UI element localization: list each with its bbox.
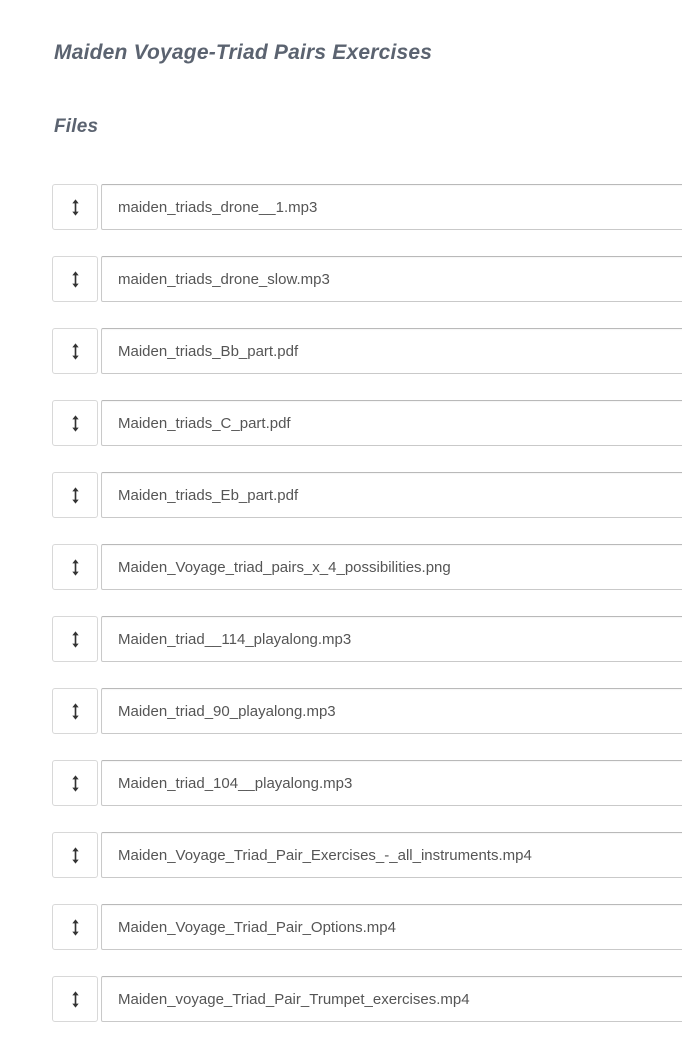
drag-handle[interactable] xyxy=(52,976,98,1022)
drag-handle[interactable] xyxy=(52,328,98,374)
file-row xyxy=(52,328,682,374)
file-row xyxy=(52,976,682,1022)
file-title-input[interactable] xyxy=(101,400,682,446)
files-section-heading: Files xyxy=(54,116,99,137)
drag-handle[interactable] xyxy=(52,544,98,590)
up-down-arrow-icon xyxy=(71,198,79,216)
up-down-arrow-icon xyxy=(71,558,79,576)
file-row xyxy=(52,688,682,734)
file-title-input[interactable] xyxy=(101,328,682,374)
file-row xyxy=(52,616,682,662)
drag-handle[interactable] xyxy=(52,184,98,230)
drag-handle[interactable] xyxy=(52,472,98,518)
up-down-arrow-icon xyxy=(71,702,79,720)
file-row xyxy=(52,472,682,518)
drag-handle[interactable] xyxy=(52,256,98,302)
file-title-input[interactable] xyxy=(101,616,682,662)
drag-handle[interactable] xyxy=(52,904,98,950)
up-down-arrow-icon xyxy=(71,846,79,864)
file-title-input[interactable] xyxy=(101,832,682,878)
file-row xyxy=(52,760,682,806)
up-down-arrow-icon xyxy=(71,774,79,792)
up-down-arrow-icon xyxy=(71,342,79,360)
file-row xyxy=(52,400,682,446)
file-row xyxy=(52,832,682,878)
file-title-input[interactable] xyxy=(101,256,682,302)
up-down-arrow-icon xyxy=(71,486,79,504)
drag-handle[interactable] xyxy=(52,400,98,446)
up-down-arrow-icon xyxy=(71,270,79,288)
file-title-input[interactable] xyxy=(101,976,682,1022)
file-title-input[interactable] xyxy=(101,904,682,950)
up-down-arrow-icon xyxy=(71,414,79,432)
up-down-arrow-icon xyxy=(71,918,79,936)
file-title-input[interactable] xyxy=(101,688,682,734)
file-title-input[interactable] xyxy=(101,184,682,230)
up-down-arrow-icon xyxy=(71,630,79,648)
file-row xyxy=(52,184,682,230)
file-title-input[interactable] xyxy=(101,472,682,518)
file-title-input[interactable] xyxy=(101,760,682,806)
file-title-input[interactable] xyxy=(101,544,682,590)
drag-handle[interactable] xyxy=(52,688,98,734)
file-row xyxy=(52,256,682,302)
file-row xyxy=(52,544,682,590)
files-list xyxy=(52,184,682,1022)
drag-handle[interactable] xyxy=(52,760,98,806)
up-down-arrow-icon xyxy=(71,990,79,1008)
page-header: Maiden Voyage-Triad Pairs Exercises File… xyxy=(0,0,682,138)
page-title: Maiden Voyage-Triad Pairs Exercises xyxy=(54,41,433,64)
drag-handle[interactable] xyxy=(52,616,98,662)
file-row xyxy=(52,904,682,950)
drag-handle[interactable] xyxy=(52,832,98,878)
